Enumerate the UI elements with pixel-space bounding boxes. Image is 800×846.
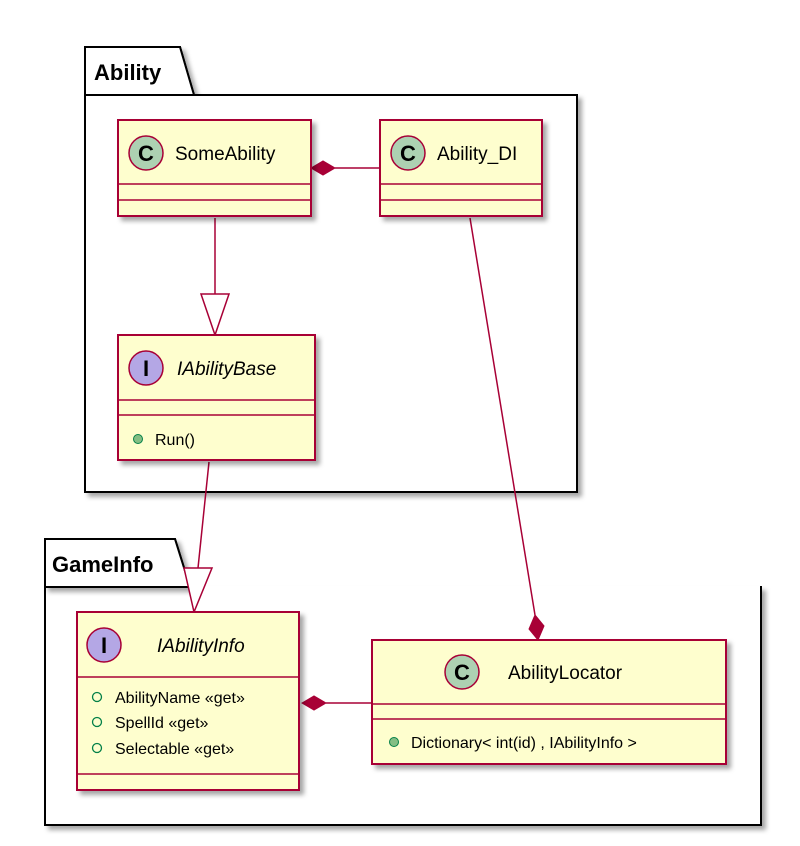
class-someability[interactable]: C SomeAbility <box>117 119 312 217</box>
class-name: AbilityLocator <box>508 663 623 684</box>
class-badge-icon <box>128 135 164 171</box>
class-ability-di[interactable]: C Ability_DI <box>379 119 543 217</box>
class-name: SomeAbility <box>175 144 276 165</box>
edge-someability-extends-iabilitybase <box>199 218 231 338</box>
interface-badge-icon <box>128 350 164 386</box>
public-method-icon <box>389 737 399 747</box>
public-field-icon <box>91 691 103 703</box>
class-name: Ability_DI <box>437 144 517 165</box>
package-gameinfo-label: GameInfo <box>52 552 153 577</box>
edge-iabilitybase-extends-iabilityinfo <box>183 461 214 615</box>
interface-name: IAbilityBase <box>177 359 276 380</box>
class-stereotype: C <box>454 660 470 685</box>
class-stereotype: C <box>138 141 154 166</box>
member-spellid: SpellId «get» <box>115 715 209 732</box>
interface-stereotype: I <box>101 633 107 658</box>
public-field-icon <box>91 716 103 728</box>
interface-iabilitybase[interactable]: I IAbilityBase Run() <box>117 334 316 461</box>
member-abilityname: AbilityName «get» <box>115 690 245 707</box>
member-selectable: Selectable «get» <box>115 741 234 758</box>
interface-name: IAbilityInfo <box>157 636 245 657</box>
member-dictionary: Dictionary< int(id) , IAbilityInfo > <box>411 735 637 752</box>
public-method-icon <box>133 434 143 444</box>
interface-iabilityinfo[interactable]: I IAbilityInfo AbilityName «get» SpellId… <box>76 611 300 791</box>
member-run: Run() <box>155 432 195 449</box>
class-stereotype: C <box>400 141 416 166</box>
class-badge-icon <box>390 135 426 171</box>
class-badge-icon <box>444 654 480 690</box>
public-field-icon <box>91 742 103 754</box>
class-abilitylocator[interactable]: C AbilityLocator Dictionary< int(id) , I… <box>371 639 727 765</box>
interface-badge-icon <box>86 627 122 663</box>
edge-someability-composed-abilitydi <box>310 160 380 176</box>
interface-stereotype: I <box>143 356 149 381</box>
edge-iabilityinfo-composed-abilitylocator <box>301 695 372 711</box>
package-ability-label: Ability <box>94 60 162 85</box>
